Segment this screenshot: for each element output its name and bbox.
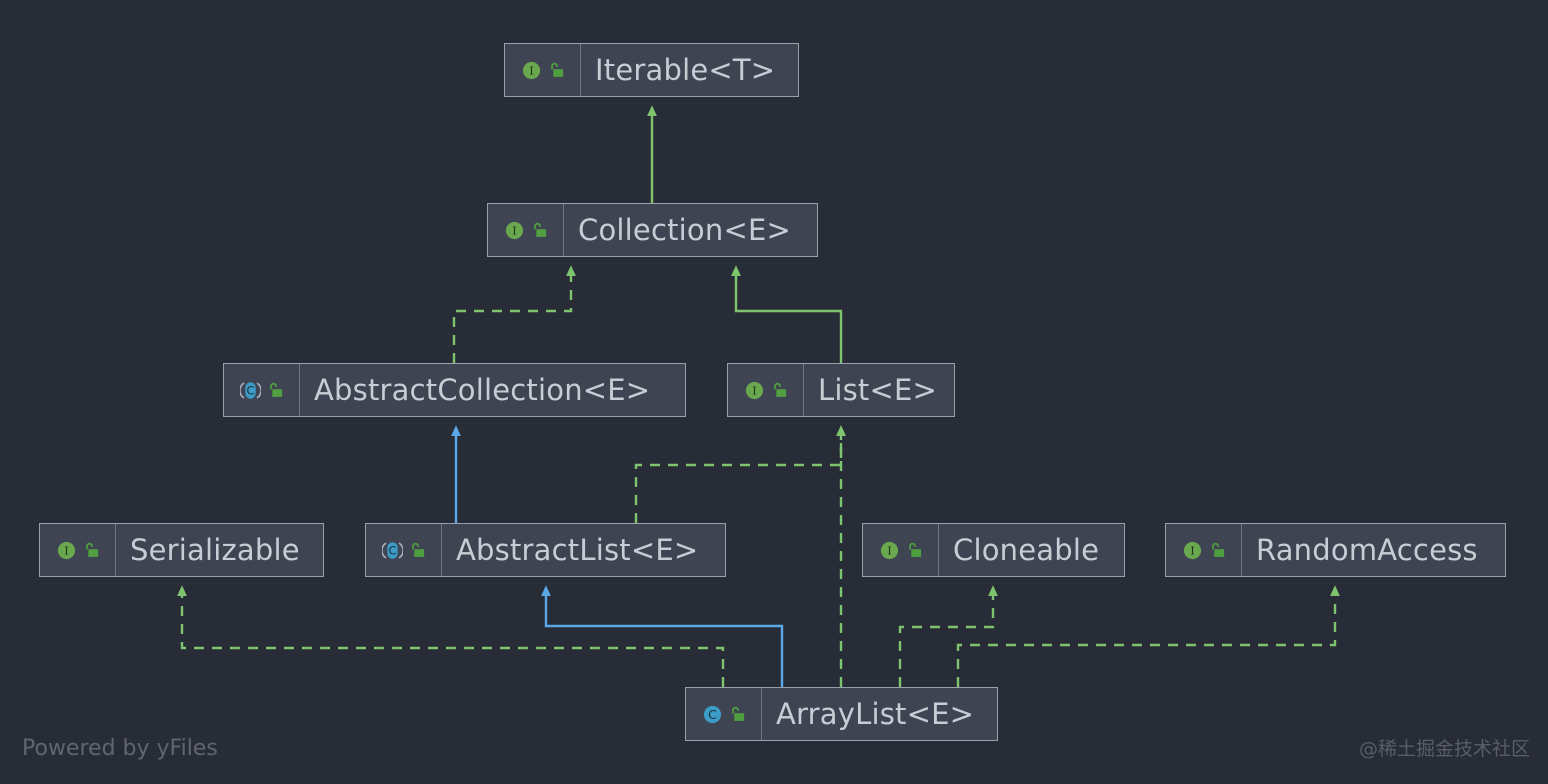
- svg-text:I: I: [887, 543, 892, 557]
- node-icon-group: I: [488, 204, 564, 256]
- node-label: AbstractList<E>: [456, 532, 699, 567]
- public-unlocked-icon: [267, 382, 284, 399]
- svg-text:C: C: [389, 543, 397, 557]
- node-arraylist[interactable]: C ArrayList<E>: [685, 687, 998, 741]
- interface-icon: I: [879, 540, 900, 561]
- node-icon-group: I: [505, 44, 581, 96]
- yfiles-watermark: Powered by yFiles: [22, 736, 218, 761]
- node-label: AbstractCollection<E>: [314, 372, 651, 407]
- edge-abstract-list-to-list: [634, 425, 846, 523]
- node-icon-group: I: [863, 524, 939, 576]
- svg-text:I: I: [529, 63, 534, 77]
- edge-arraylist-to-abstract-list: [541, 585, 784, 687]
- node-icon-group: I: [40, 524, 116, 576]
- node-icon-group: C: [366, 524, 442, 576]
- node-abstract-collection[interactable]: C AbstractCollection<E>: [223, 363, 686, 417]
- node-icon-group: I: [728, 364, 804, 416]
- edge-arraylist-to-serializable: [177, 585, 725, 687]
- edge-list-to-collection: [731, 265, 843, 363]
- interface-icon: I: [744, 380, 765, 401]
- node-icon-group: C: [224, 364, 300, 416]
- edge-arraylist-to-random-access: [956, 585, 1340, 687]
- public-unlocked-icon: [409, 542, 426, 559]
- edge-arraylist-to-cloneable: [898, 585, 998, 687]
- interface-icon: I: [1182, 540, 1203, 561]
- node-collection[interactable]: I Collection<E>: [487, 203, 818, 257]
- node-label: Iterable<T>: [595, 52, 776, 87]
- public-unlocked-icon: [771, 382, 788, 399]
- interface-icon: I: [56, 540, 77, 561]
- svg-text:C: C: [247, 383, 255, 397]
- interface-icon: I: [521, 60, 542, 81]
- node-serializable[interactable]: I Serializable: [39, 523, 324, 577]
- edge-abstract-collection-to-collection: [452, 265, 576, 363]
- node-icon-group: I: [1166, 524, 1242, 576]
- class-icon: C: [702, 704, 723, 725]
- node-list[interactable]: I List<E>: [727, 363, 955, 417]
- public-unlocked-icon: [531, 222, 548, 239]
- svg-text:I: I: [752, 383, 757, 397]
- community-watermark: @稀土掘金技术社区: [1358, 738, 1530, 760]
- svg-text:I: I: [1190, 543, 1195, 557]
- abstract-class-icon: C: [382, 540, 403, 561]
- public-unlocked-icon: [83, 542, 100, 559]
- node-label: List<E>: [818, 372, 938, 407]
- node-label: Serializable: [130, 532, 300, 567]
- svg-text:C: C: [708, 706, 717, 721]
- node-cloneable[interactable]: I Cloneable: [862, 523, 1125, 577]
- node-label: Cloneable: [953, 532, 1100, 567]
- abstract-class-icon: C: [240, 380, 261, 401]
- node-label: RandomAccess: [1256, 532, 1478, 567]
- public-unlocked-icon: [548, 62, 565, 79]
- svg-text:I: I: [64, 543, 69, 557]
- node-random-access[interactable]: I RandomAccess: [1165, 523, 1506, 577]
- interface-icon: I: [504, 220, 525, 241]
- node-label: Collection<E>: [578, 212, 791, 247]
- node-abstract-list[interactable]: C AbstractList<E>: [365, 523, 726, 577]
- public-unlocked-icon: [906, 542, 923, 559]
- public-unlocked-icon: [729, 706, 746, 723]
- node-label: ArrayList<E>: [776, 696, 975, 731]
- svg-text:I: I: [512, 223, 517, 237]
- node-icon-group: C: [686, 688, 762, 740]
- public-unlocked-icon: [1209, 542, 1226, 559]
- node-iterable[interactable]: I Iterable<T>: [504, 43, 799, 97]
